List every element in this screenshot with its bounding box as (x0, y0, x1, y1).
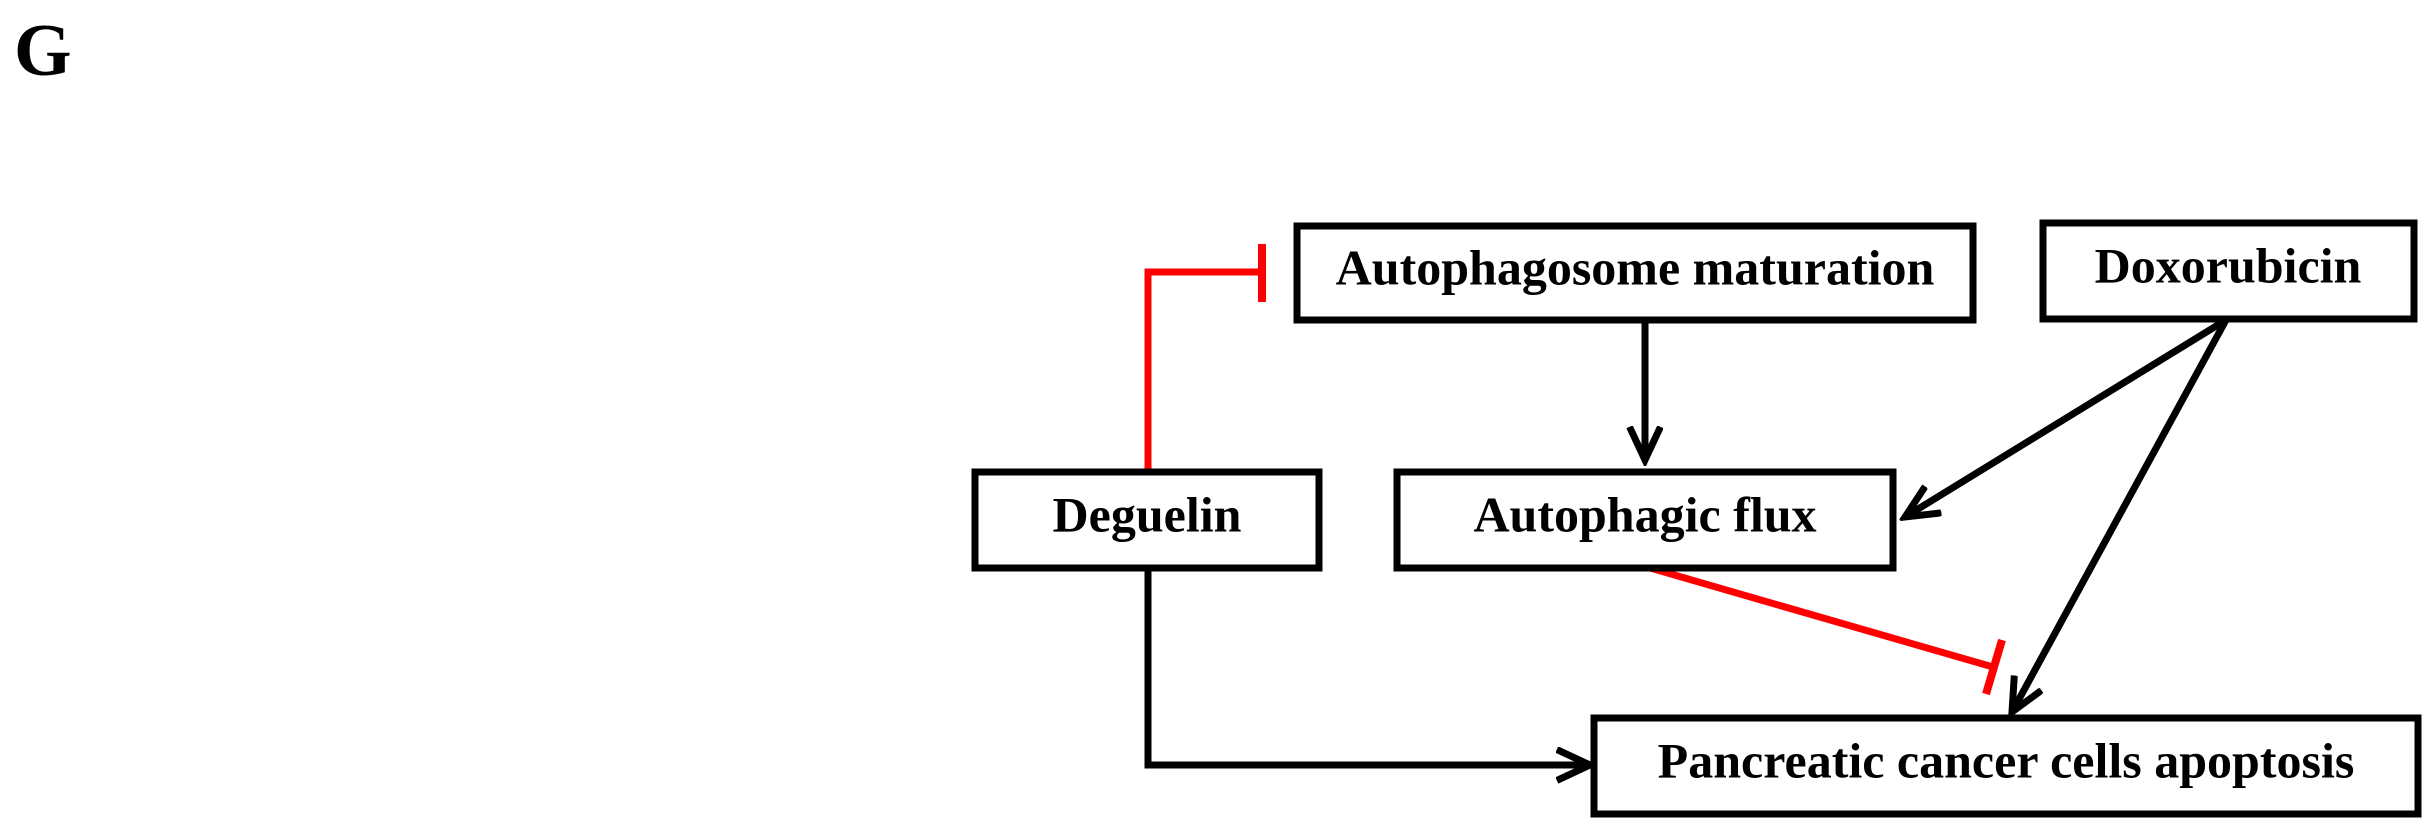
edge-deguelin-inhibits-maturation (1144, 244, 1266, 472)
edge-doxorubicin-to-flux (1905, 317, 2228, 517)
node-autophagosome-maturation: Autophagosome maturation (1293, 222, 1977, 324)
edge-doxorubicin-to-apoptosis (2012, 318, 2230, 712)
edge-deguelin-to-apoptosis (1144, 568, 1590, 765)
edge-flux-inhibits-apoptosis (1649, 564, 2006, 696)
node-label: Autophagic flux (1473, 486, 1816, 542)
node-autophagic-flux: Autophagic flux (1393, 468, 1897, 572)
edges (1144, 244, 2230, 765)
node-label: Deguelin (1053, 486, 1242, 542)
node-label: Autophagosome maturation (1336, 239, 1935, 295)
node-doxorubicin: Doxorubicin (2039, 219, 2418, 323)
node-label: Doxorubicin (2095, 237, 2362, 293)
node-deguelin: Deguelin (971, 468, 1323, 572)
inhibit-bar (1982, 638, 2006, 696)
node-label: Pancreatic cancer cells apoptosis (1658, 732, 2355, 788)
node-apoptosis: Pancreatic cancer cells apoptosis (1590, 714, 2422, 818)
panel-label: G (14, 10, 72, 92)
